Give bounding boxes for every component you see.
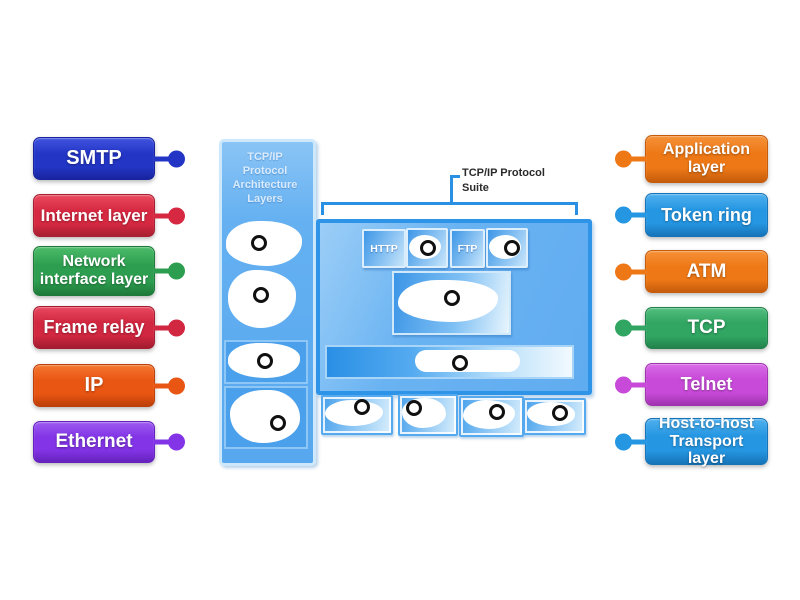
suite-bracket xyxy=(321,202,578,205)
connector-dot xyxy=(168,433,185,451)
connector-dot xyxy=(168,377,185,394)
drop-target[interactable] xyxy=(420,240,436,256)
label-smtp[interactable]: SMTP xyxy=(33,137,185,180)
label-text: IP xyxy=(84,374,104,397)
connector-stub xyxy=(631,439,646,444)
connector-stub xyxy=(631,382,646,387)
drop-target[interactable] xyxy=(251,235,267,251)
label-text: SMTP xyxy=(66,147,122,170)
drop-target[interactable] xyxy=(253,287,269,303)
connector-dot xyxy=(168,207,185,224)
drop-target[interactable] xyxy=(504,240,520,256)
label-tcp[interactable]: TCP xyxy=(615,307,768,349)
drop-target[interactable] xyxy=(452,355,468,371)
connector-stub xyxy=(154,213,169,218)
label-text: Application layer xyxy=(662,141,751,176)
connector-stub xyxy=(631,325,646,331)
connector-stub xyxy=(154,268,169,274)
connector-dot xyxy=(615,433,632,450)
drop-target[interactable] xyxy=(444,290,460,306)
suite-bracket xyxy=(450,175,460,178)
column-title: TCP/IP Protocol Architecture Layers xyxy=(232,151,298,205)
drop-target[interactable] xyxy=(257,353,273,369)
connector-stub xyxy=(154,156,169,161)
label-text: Token ring xyxy=(661,204,752,225)
label-frame-relay[interactable]: Frame relay xyxy=(33,306,185,349)
erased-answer-blob xyxy=(230,390,300,443)
label-text: Frame relay xyxy=(43,317,145,338)
connector-stub xyxy=(631,269,646,274)
label-application-layer[interactable]: Application layer xyxy=(615,135,768,183)
suite-title: TCP/IP Protocol Suite xyxy=(462,167,545,194)
label-telnet[interactable]: Telnet xyxy=(615,363,768,406)
label-text: Network interface layer xyxy=(39,253,149,288)
connector-dot xyxy=(168,262,185,280)
suite-bracket xyxy=(450,175,453,203)
label-atm[interactable]: ATM xyxy=(615,250,768,293)
drop-target[interactable] xyxy=(489,404,505,420)
connector-dot xyxy=(615,319,632,337)
suite-bracket xyxy=(575,202,578,215)
label-network-interface-layer[interactable]: Network interface layer xyxy=(33,246,185,296)
label-text: Telnet xyxy=(680,374,733,395)
label-ip[interactable]: IP xyxy=(33,364,185,407)
connector-dot xyxy=(615,150,632,168)
drop-target[interactable] xyxy=(270,415,286,431)
drop-target[interactable] xyxy=(354,399,370,415)
connector-stub xyxy=(154,439,169,445)
ftp-label: FTP xyxy=(457,242,478,255)
connector-dot xyxy=(168,150,185,167)
label-text: Internet layer xyxy=(40,205,148,225)
label-host-to-host-transport-layer[interactable]: Host-to-host Transport layer xyxy=(615,415,768,467)
connector-dot xyxy=(615,376,632,393)
label-text: Host-to-host Transport layer xyxy=(658,414,755,468)
connector-stub xyxy=(631,156,646,162)
label-ethernet[interactable]: Ethernet xyxy=(33,421,185,463)
connector-dot xyxy=(615,263,632,280)
suite-bracket xyxy=(321,202,324,215)
connector-dot xyxy=(615,206,632,224)
http-label: HTTP xyxy=(370,242,398,255)
label-text: Ethernet xyxy=(55,431,133,453)
protocol-slot xyxy=(486,228,528,268)
label-text: ATM xyxy=(686,260,727,282)
label-internet-layer[interactable]: Internet layer xyxy=(33,194,185,237)
connector-stub xyxy=(631,212,646,218)
connector-dot xyxy=(168,319,185,336)
connector-stub xyxy=(154,325,169,330)
label-token-ring[interactable]: Token ring xyxy=(615,193,768,237)
drop-target[interactable] xyxy=(406,400,422,416)
ftp-box: FTP xyxy=(450,229,485,268)
label-text: TCP xyxy=(687,317,726,339)
drop-target[interactable] xyxy=(552,405,568,421)
connector-stub xyxy=(154,383,169,388)
http-box: HTTP xyxy=(362,229,406,268)
